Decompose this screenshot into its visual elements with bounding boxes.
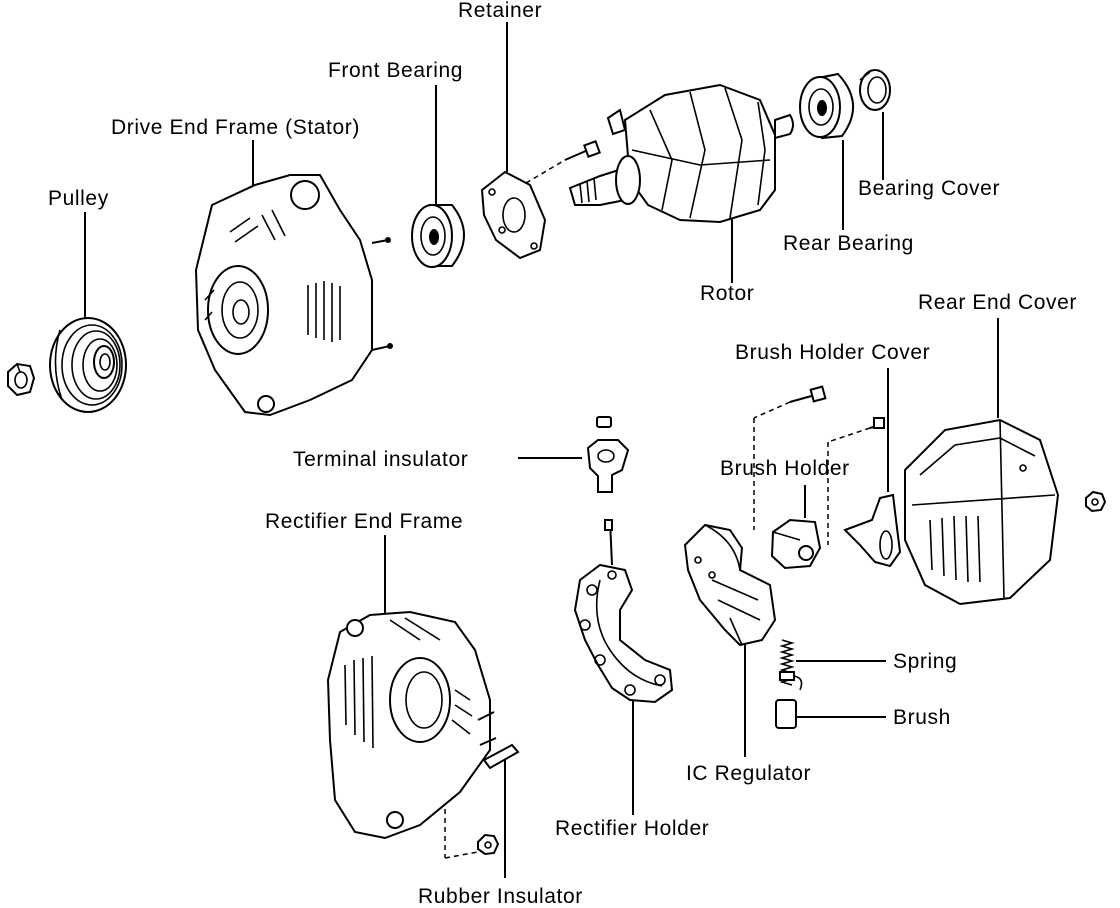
label-brush: Brush xyxy=(893,706,951,729)
label-spring: Spring xyxy=(893,650,958,673)
brush-holder-icon xyxy=(843,493,902,568)
leader-lines xyxy=(84,22,999,878)
terminal-insulator-icon xyxy=(586,416,630,493)
label-rubber-insulator: Rubber Insulator xyxy=(418,885,583,908)
label-ic-regulator: IC Regulator xyxy=(686,762,812,785)
rectifier-frame-icon xyxy=(326,610,497,840)
nut-icon xyxy=(7,362,36,397)
assembly-lines xyxy=(444,159,871,859)
bearing-icon xyxy=(799,72,855,140)
rubber-insulator-icon xyxy=(482,743,520,770)
bearing-cover-icon xyxy=(859,69,891,111)
rear-cover-icon xyxy=(904,418,1060,606)
label-rear-end-cover: Rear End Cover xyxy=(918,291,1077,314)
label-rectifier-end-frame: Rectifier End Frame xyxy=(265,510,464,533)
brush-icon xyxy=(775,671,803,729)
label-rear-bearing: Rear Bearing xyxy=(783,232,914,255)
stator-frame-icon xyxy=(194,174,393,417)
brush-holder-icon xyxy=(770,518,822,570)
label-bearing-cover: Bearing Cover xyxy=(858,177,1001,200)
retainer-plate-icon xyxy=(480,170,547,260)
screw-icon xyxy=(789,385,827,403)
screw-icon xyxy=(564,140,601,161)
ic-regulator-icon xyxy=(683,523,777,647)
label-front-bearing: Front Bearing xyxy=(328,59,464,82)
nut-icon xyxy=(477,833,500,856)
rectifier-holder-icon xyxy=(573,519,674,704)
label-brush-holder: Brush Holder xyxy=(720,457,850,480)
rotor-icon xyxy=(568,83,794,224)
pulley-icon xyxy=(49,317,127,413)
label-rotor: Rotor xyxy=(700,282,755,305)
label-brush-holder-cover: Brush Holder Cover xyxy=(735,341,931,364)
label-rectifier-holder: Rectifier Holder xyxy=(555,817,710,840)
label-terminal-insulator: Terminal insulator xyxy=(293,448,469,471)
nut-icon xyxy=(1085,490,1107,513)
bearing-icon xyxy=(411,204,465,268)
screw-icon xyxy=(869,417,885,429)
label-drive-end-frame: Drive End Frame (Stator) xyxy=(111,116,360,139)
label-pulley: Pulley xyxy=(48,187,109,210)
label-retainer: Retainer xyxy=(458,0,543,22)
